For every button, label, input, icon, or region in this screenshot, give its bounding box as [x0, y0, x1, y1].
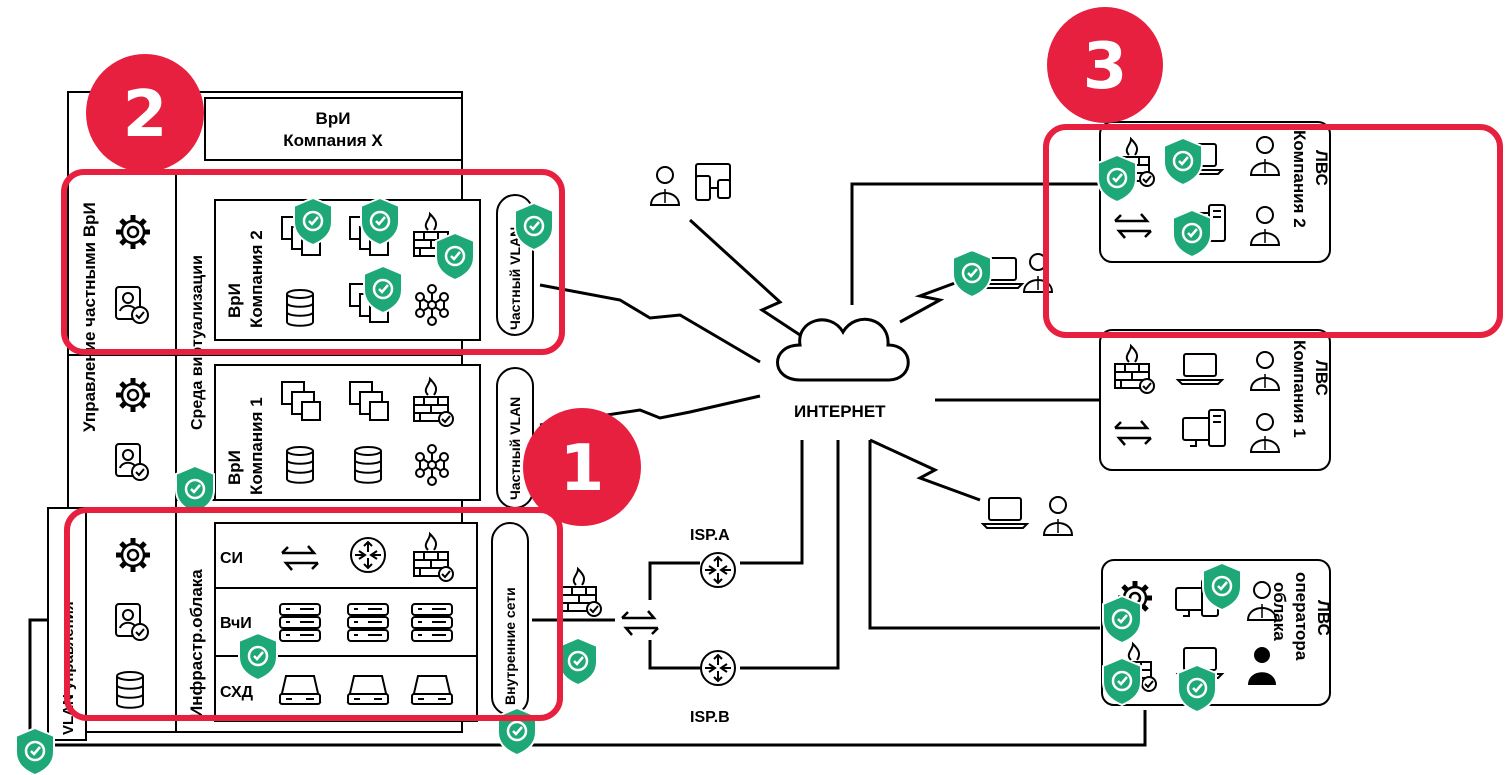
server-rack-icon [347, 603, 389, 642]
link-isp-b [740, 440, 840, 670]
private-vlan-2-label: Частный VLAN [507, 227, 523, 330]
internet-label: ИНТЕРНЕТ [794, 402, 886, 421]
link-bottom-bus [30, 710, 1147, 747]
phone-tablet-icon [695, 163, 731, 201]
private-vlan-1-label: Частный VLAN [507, 397, 523, 500]
link-remote-laptop-right [899, 281, 956, 324]
shield-check-icon [434, 231, 476, 282]
link-operator [868, 440, 1100, 630]
gear-icon [116, 215, 150, 249]
highlight-zone-1 [64, 507, 563, 721]
virt-env-label: Среда виртуализации [189, 255, 206, 430]
shield-check-icon [362, 264, 404, 315]
internal-nets-label: Внутренние сети [502, 587, 518, 705]
shield-check-icon [557, 636, 599, 687]
switch-arrows-icon [620, 609, 660, 637]
link-isp-b-switch [648, 640, 700, 670]
laptop-icon [1177, 353, 1223, 385]
badge-2: 2 [86, 54, 204, 172]
laptop-icon [982, 497, 1028, 529]
link-vlan-mgmt-left [28, 618, 48, 745]
cloud-provider-block [47, 91, 534, 741]
user-check-icon [115, 443, 149, 481]
shield-check-icon [1096, 153, 1138, 204]
user-icon [650, 166, 680, 206]
shield-check-icon [513, 201, 555, 252]
link-lan2 [850, 182, 1100, 305]
si-label: СИ [220, 550, 243, 567]
shield-check-icon [1101, 656, 1143, 707]
user-check-icon [115, 286, 149, 324]
link-remote-user-top [688, 218, 801, 337]
storage-icon [347, 675, 389, 705]
vchi-label: ВчИ [220, 615, 252, 632]
shield-check-icon [1162, 136, 1204, 187]
server-rack-icon [279, 603, 321, 642]
shield-check-icon [1201, 561, 1243, 612]
link-isp-a [740, 440, 804, 565]
mgmt-private-vri-label: Управление частными ВрИ [80, 202, 99, 432]
connection-lines [28, 182, 1147, 747]
link-remote-laptop-bottom [869, 438, 981, 502]
lan-company2-label: ЛВСКомпания 2 [1290, 130, 1331, 228]
shield-check-icon [174, 464, 216, 515]
server-rack-icon [411, 603, 453, 642]
router-icon [700, 650, 736, 686]
isp-a-label: ISP.A [690, 527, 730, 544]
shield-check-icon [1176, 663, 1218, 714]
cloud-icon [776, 317, 910, 382]
storage-icon [411, 675, 453, 705]
storage-icon [279, 675, 321, 705]
highlight-zone-2 [61, 169, 565, 355]
svg-text:1: 1 [560, 432, 605, 506]
firewall-icon [561, 568, 602, 617]
link-isp-a-switch [648, 561, 700, 600]
shield-check-icon [237, 631, 279, 682]
isp-b-label: ISP.B [690, 709, 730, 726]
lan-operator-label: ЛВСоператораоблака [1270, 572, 1333, 661]
shield-check-icon [359, 196, 401, 247]
shield-check-icon [292, 196, 334, 247]
shield-check-icon [1171, 208, 1213, 259]
badge-1: 1 [523, 408, 641, 526]
link-company2-vri [539, 283, 761, 364]
svg-text:3: 3 [1083, 30, 1128, 104]
lan-operator [1101, 559, 1331, 706]
shd-label: СХД [220, 684, 254, 701]
gear-icon [116, 378, 150, 412]
router-icon [700, 552, 736, 588]
vri-company-x-box [204, 97, 463, 161]
router-icon [350, 537, 386, 573]
shield-check-icon [1101, 594, 1143, 645]
shield-check-icon [14, 726, 56, 775]
highlight-frames [61, 124, 1503, 721]
shield-check-icon [951, 248, 993, 299]
infra-label: Инфрастр.облака [187, 569, 206, 718]
badge-3: 3 [1047, 7, 1163, 123]
lan-company2 [1099, 121, 1331, 263]
lan-company1-label: ЛВСКомпания 1 [1290, 340, 1331, 438]
highlight-zone-3 [1043, 124, 1503, 338]
user-icon [1043, 496, 1073, 536]
lan-company1 [1099, 329, 1331, 471]
svg-text:2: 2 [123, 78, 168, 152]
